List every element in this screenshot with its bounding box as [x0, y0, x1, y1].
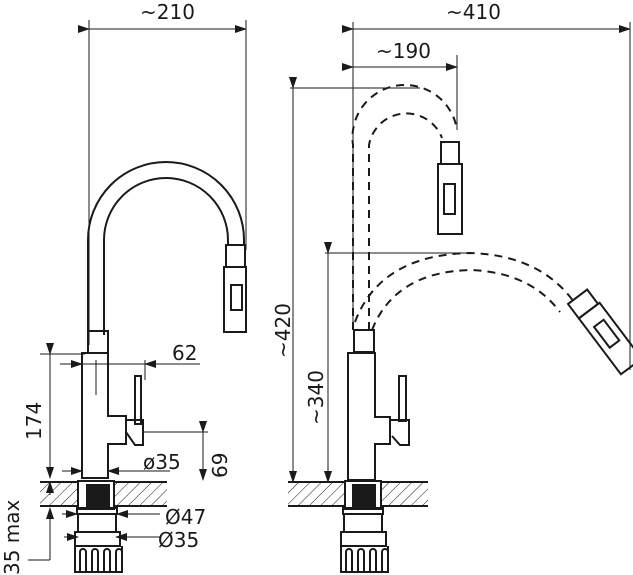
body-height-label: 174 [22, 401, 46, 440]
shank-diameter-label: Ø35 [158, 528, 200, 552]
spout-offset-label: 62 [172, 341, 198, 365]
max-thickness-label: 35 max [0, 499, 24, 575]
left-faucet [28, 20, 247, 573]
right-faucet [288, 22, 633, 573]
spout-reach-label: ~190 [376, 39, 431, 63]
total-height-label: ~420 [271, 303, 295, 358]
width-label: ~210 [140, 0, 195, 24]
lever-height-label: 69 [208, 452, 232, 478]
flange-diameter-label: Ø47 [165, 505, 207, 529]
total-reach-label: ~410 [446, 0, 501, 24]
spout-height-label: ~340 [304, 370, 328, 425]
body-diameter-label: ø35 [143, 450, 181, 474]
